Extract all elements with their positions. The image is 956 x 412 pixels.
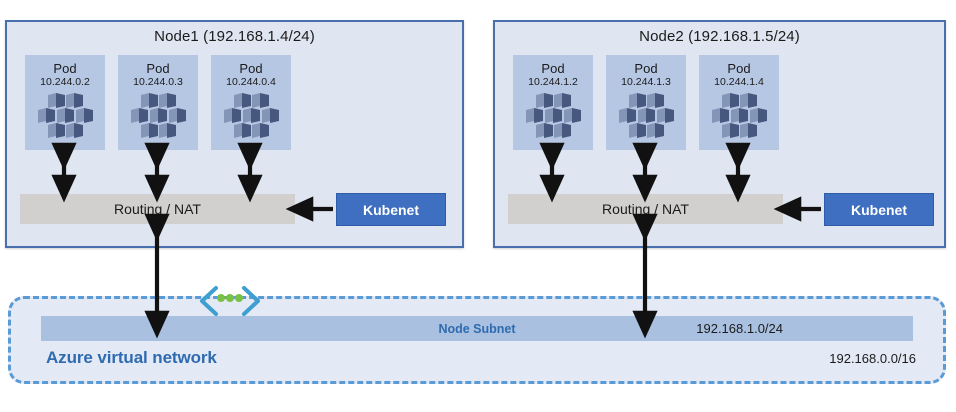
node-subnet-bar[interactable]: Node Subnet 192.168.1.0/24 (41, 316, 913, 341)
node-title-node1: Node1 (192.168.1.4/24) (154, 28, 315, 45)
kubenet-label: Kubenet (851, 201, 907, 218)
pod-cluster-icon (118, 92, 198, 138)
pod-card-10-244-0-3[interactable]: Pod 10.244.0.3 (118, 55, 198, 150)
pod-cluster-icon (699, 92, 779, 138)
pod-cluster-icon (25, 92, 105, 138)
pod-card-10-244-0-2[interactable]: Pod 10.244.0.2 (25, 55, 105, 150)
pod-ip: 10.244.1.4 (714, 76, 764, 88)
pod-card-10-244-0-4[interactable]: Pod 10.244.0.4 (211, 55, 291, 150)
pod-card-10-244-1-4[interactable]: Pod 10.244.1.4 (699, 55, 779, 150)
pod-cluster-icon (606, 92, 686, 138)
pod-ip: 10.244.0.4 (226, 76, 276, 88)
pod-cluster-icon (211, 92, 291, 138)
pod-cluster-icon (513, 92, 593, 138)
node-subnet-label: Node Subnet (438, 321, 516, 336)
routing-nat-bar-node1[interactable]: Routing / NAT (20, 194, 295, 224)
pod-card-10-244-1-2[interactable]: Pod 10.244.1.2 (513, 55, 593, 150)
pod-ip: 10.244.1.3 (621, 76, 671, 88)
pod-ip: 10.244.0.3 (133, 76, 183, 88)
node-subnet-cidr: 192.168.1.0/24 (696, 321, 783, 336)
kubenet-label: Kubenet (363, 201, 419, 218)
azure-virtual-network-cidr: 192.168.0.0/16 (829, 351, 916, 366)
routing-nat-label: Routing / NAT (602, 201, 689, 217)
azure-virtual-network-title: Azure virtual network (46, 348, 217, 367)
pod-title: Pod (53, 61, 77, 76)
pod-title: Pod (541, 61, 565, 76)
node-title-node2: Node2 (192.168.1.5/24) (639, 28, 800, 45)
kubenet-box-node2[interactable]: Kubenet (824, 193, 934, 226)
pod-title: Pod (239, 61, 263, 76)
pod-title: Pod (146, 61, 170, 76)
routing-nat-bar-node2[interactable]: Routing / NAT (508, 194, 783, 224)
pod-card-10-244-1-3[interactable]: Pod 10.244.1.3 (606, 55, 686, 150)
pod-ip: 10.244.0.2 (40, 76, 90, 88)
kubenet-box-node1[interactable]: Kubenet (336, 193, 446, 226)
pod-ip: 10.244.1.2 (528, 76, 578, 88)
pod-title: Pod (727, 61, 751, 76)
chevron-dots-icon (196, 285, 264, 317)
routing-nat-label: Routing / NAT (114, 201, 201, 217)
pod-title: Pod (634, 61, 658, 76)
